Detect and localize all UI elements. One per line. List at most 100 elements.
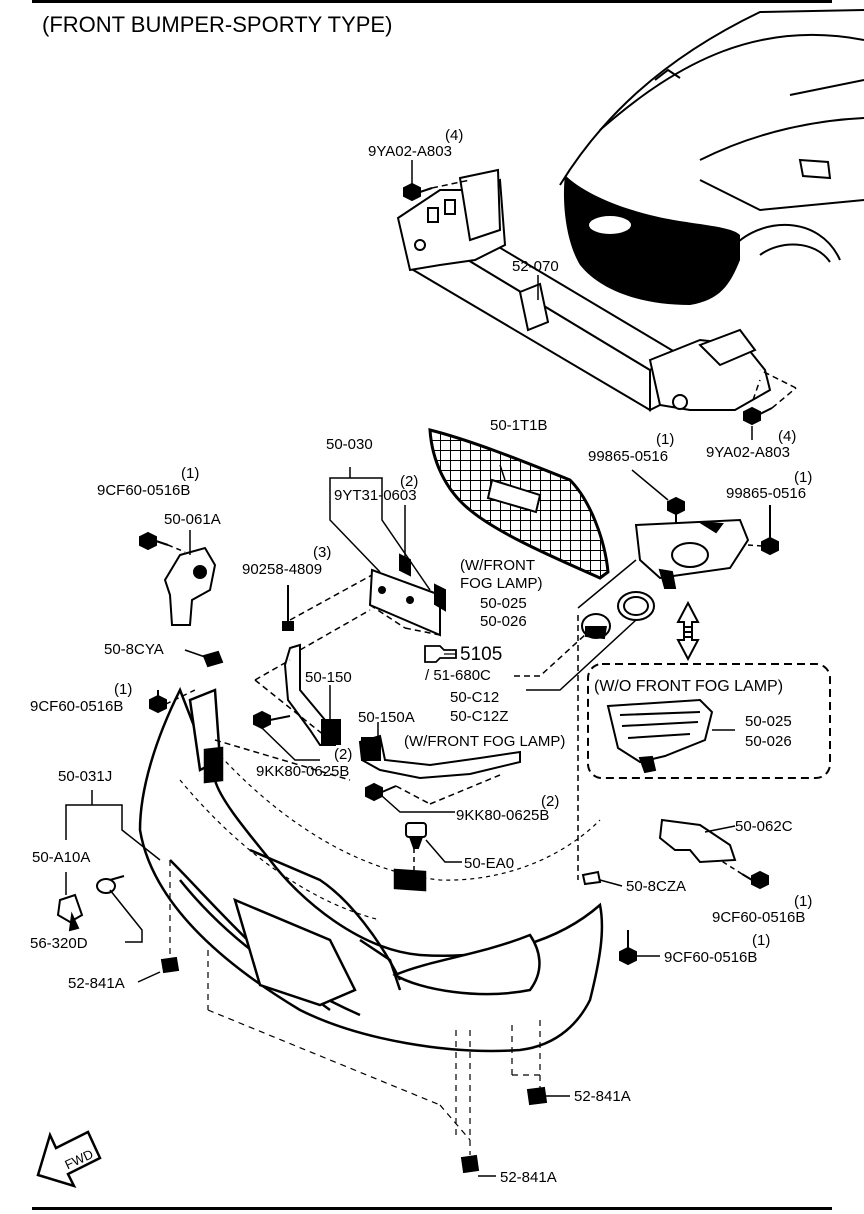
part-label-50-061a: 50-061A: [164, 511, 221, 528]
part-label-50-c12z: 50-C12Z: [450, 708, 508, 725]
part-label-52-841a-mid: 52-841A: [574, 1088, 631, 1105]
part-label-50-150a: 50-150A: [358, 709, 415, 726]
fascia-hidden-lines: [179, 749, 601, 921]
part-label-50-150: 50-150: [305, 669, 352, 686]
qty-label: (4): [778, 428, 796, 445]
leader-52-841a-left: [137, 971, 161, 983]
qty-label: (1): [656, 431, 674, 448]
fog-lamp-ring-50-c12: [617, 591, 655, 621]
leader-dashed-5105: [514, 633, 587, 677]
qty-label: (1): [794, 893, 812, 910]
part-label-50-025-a: 50-025: [480, 595, 527, 612]
part-label-50-031j: 50-031J: [58, 768, 112, 785]
leader-50-025-a: [577, 559, 637, 609]
fog-lamp-bezel-50-025: [634, 518, 750, 589]
bracket-50-150: [283, 643, 341, 746]
leader-dashed-50-150a: [214, 739, 501, 805]
bolt-9kk80-a-icon: [253, 710, 291, 730]
fog-lamp-cover-50-025-b: [606, 698, 714, 774]
clip-50-8cya-icon: [202, 650, 224, 668]
clip-52-841a-left-icon: [160, 956, 180, 974]
note-with-fog-lamp-a: (W/FRONT: [460, 557, 535, 574]
leader-50-c12: [526, 619, 637, 691]
qty-label: (1): [181, 465, 199, 482]
part-label-50-026-a: 50-026: [480, 613, 527, 630]
qty-label: (1): [794, 469, 812, 486]
note-with-fog-lamp-inline: (W/FRONT FOG LAMP): [404, 733, 565, 750]
part-label-50-8cya: 50-8CYA: [104, 641, 164, 658]
bolt-99865-b-icon: [761, 505, 779, 556]
bolt-99865-a-icon: [667, 496, 685, 524]
part-label-9kk80-b: 9KK80-0625B: [456, 807, 549, 824]
bracket-50-030: [368, 553, 446, 637]
bumper-reinforcement-52-070: [396, 168, 772, 412]
bracket-50-062c: [658, 818, 737, 864]
without-fog-lamp-box: [587, 663, 831, 779]
leader-50-8cza: [599, 879, 623, 887]
bolt-9kk80-b-icon: [365, 782, 397, 802]
screw-90258-icon: [282, 585, 294, 631]
fastener-50-ea0-icon: [405, 822, 427, 849]
tow-hook-cover-50-a10a: [56, 893, 84, 932]
grille-50-1t1b: [428, 428, 610, 580]
part-label-9cf60-b: 9CF60-0516B: [30, 698, 123, 715]
hand-pointer-icon: [424, 645, 457, 663]
fog-lamp-unit-5105: [581, 613, 611, 640]
leader-dashed-50-150: [254, 609, 371, 741]
leader-50-030: [329, 467, 431, 591]
part-label-52-841a-left: 52-841A: [68, 975, 125, 992]
part-label-50-c12: 50-C12: [450, 689, 499, 706]
qty-label: (1): [752, 932, 770, 949]
clip-50-8cza-icon: [581, 870, 602, 886]
vehicle-grille-emblem: [587, 214, 633, 236]
bottom-rule: [32, 1207, 832, 1210]
part-label-50-a10a: 50-A10A: [32, 849, 90, 866]
bolt-9cf60-a-icon: [139, 531, 169, 551]
note-without-fog-lamp: (W/O FRONT FOG LAMP): [594, 678, 783, 695]
leader-50-031j: [65, 804, 161, 861]
qty-label: (1): [114, 681, 132, 698]
updown-arrow-icon: [676, 600, 700, 662]
part-label-9cf60-d: 9CF60-0516B: [664, 949, 757, 966]
part-label-9ya02-bottom: 9YA02-A803: [706, 444, 790, 461]
fwd-arrow-icon: FWD: [36, 1130, 102, 1189]
leader-dashed-9cf60-a: [167, 544, 186, 553]
bracket-50-061a: [163, 546, 217, 626]
part-label-52-070: 52-070: [512, 258, 559, 275]
top-rule: [32, 0, 832, 3]
bracket-50-150a: [358, 734, 521, 780]
part-label-50-1t1b: 50-1T1B: [490, 417, 548, 434]
part-label-9cf60-a: 9CF60-0516B: [97, 482, 190, 499]
part-label-56-320d: 56-320D: [30, 935, 88, 952]
bolt-9cf60-d-icon: [619, 930, 637, 966]
part-label-9ya02-top: 9YA02-A803: [368, 143, 452, 160]
leader-50-062c: [704, 825, 736, 833]
leader-50-1t1b: [499, 464, 506, 481]
qty-label: (4): [445, 127, 463, 144]
bolt-9cf60-c-icon: [741, 870, 769, 890]
clip-52-841a-bottom-icon: [460, 1154, 480, 1174]
leader-dashed-9cf60-c: [719, 859, 743, 875]
part-label-50-ea0: 50-EA0: [464, 855, 514, 872]
note-with-fog-lamp-b: FOG LAMP): [460, 575, 543, 592]
bolt-9cf60-b-icon: [149, 690, 167, 714]
part-label-99865-b: 99865-0516: [726, 485, 806, 502]
part-label-9yt31: 9YT31-0603: [334, 487, 417, 504]
bulb-56-320d-icon: [96, 875, 125, 894]
leader-9kk80-b: [381, 795, 455, 813]
qty-label: (2): [334, 746, 352, 763]
clip-dashed-guides: [169, 860, 541, 1155]
part-labels: (4) 9YA02-A803 52-070 50-030 50-1T1B (1)…: [30, 127, 812, 1186]
qty-label: (3): [313, 544, 331, 561]
leader-9kk80-a: [261, 727, 320, 761]
part-label-50-8cza: 50-8CZA: [626, 878, 686, 895]
leader-dashed-reinforcement: [431, 179, 797, 409]
part-label-9cf60-c: 9CF60-0516B: [712, 909, 805, 926]
vehicle-front-bumper-highlight: [563, 175, 740, 305]
leader-56-320d: [109, 889, 143, 943]
leader-50-ea0: [425, 839, 462, 863]
qty-label: (2): [400, 473, 418, 490]
leader-dashed-99865-b: [747, 544, 763, 547]
part-label-99865-a: 99865-0516: [588, 448, 668, 465]
